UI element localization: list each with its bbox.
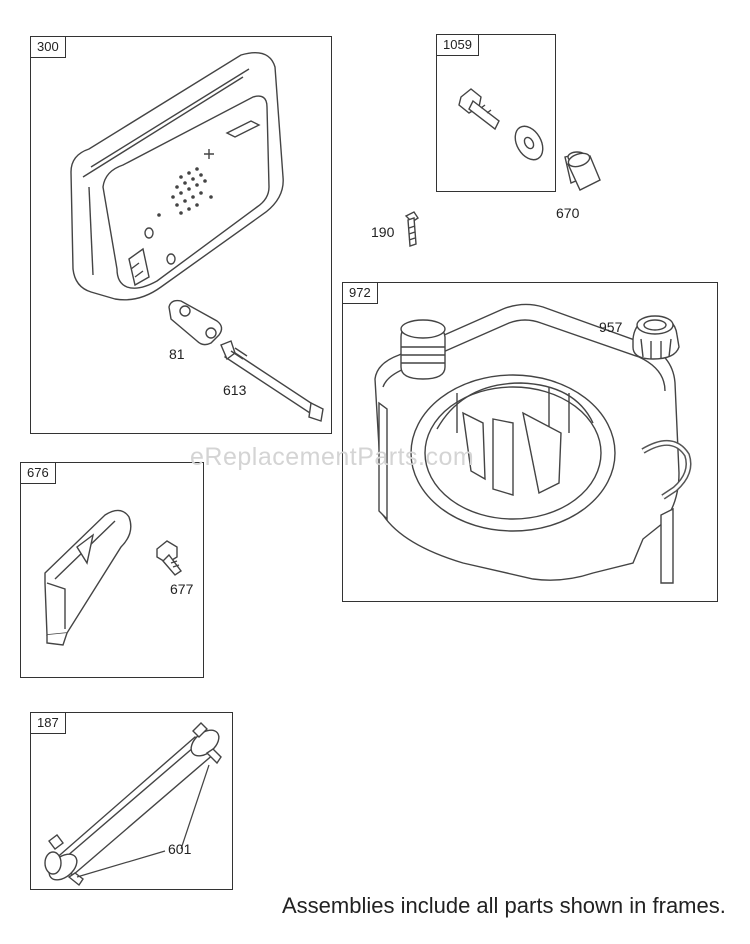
frame-187: 187 601 [30,712,233,890]
frame-300: 300 [30,36,332,434]
frame-972: 972 [342,282,718,602]
part-label-957: 957 [599,319,623,335]
bolt-washer-spacer-drawing [458,88,587,184]
part-label-670: 670 [556,205,580,221]
frame-label-676: 676 [20,462,56,484]
part-label-81: 81 [169,346,185,362]
part-label-677: 677 [170,581,194,597]
frame-676: 676 677 [20,462,204,678]
frame-label-1059: 1059 [436,34,479,56]
muffler-drawing [70,52,324,422]
frame-label-972: 972 [342,282,378,304]
frame-label-300: 300 [30,36,66,58]
frame-label-187: 187 [30,712,66,734]
part-label-613: 613 [223,382,247,398]
part-label-601: 601 [168,841,192,857]
footer-note: Assemblies include all parts shown in fr… [282,893,726,918]
part-label-190: 190 [371,224,395,240]
baffle-drawing [44,509,183,646]
frame-1059: 1059 [436,34,587,192]
fuel-tank-drawing [374,303,692,584]
fuel-line-drawing [44,722,222,887]
